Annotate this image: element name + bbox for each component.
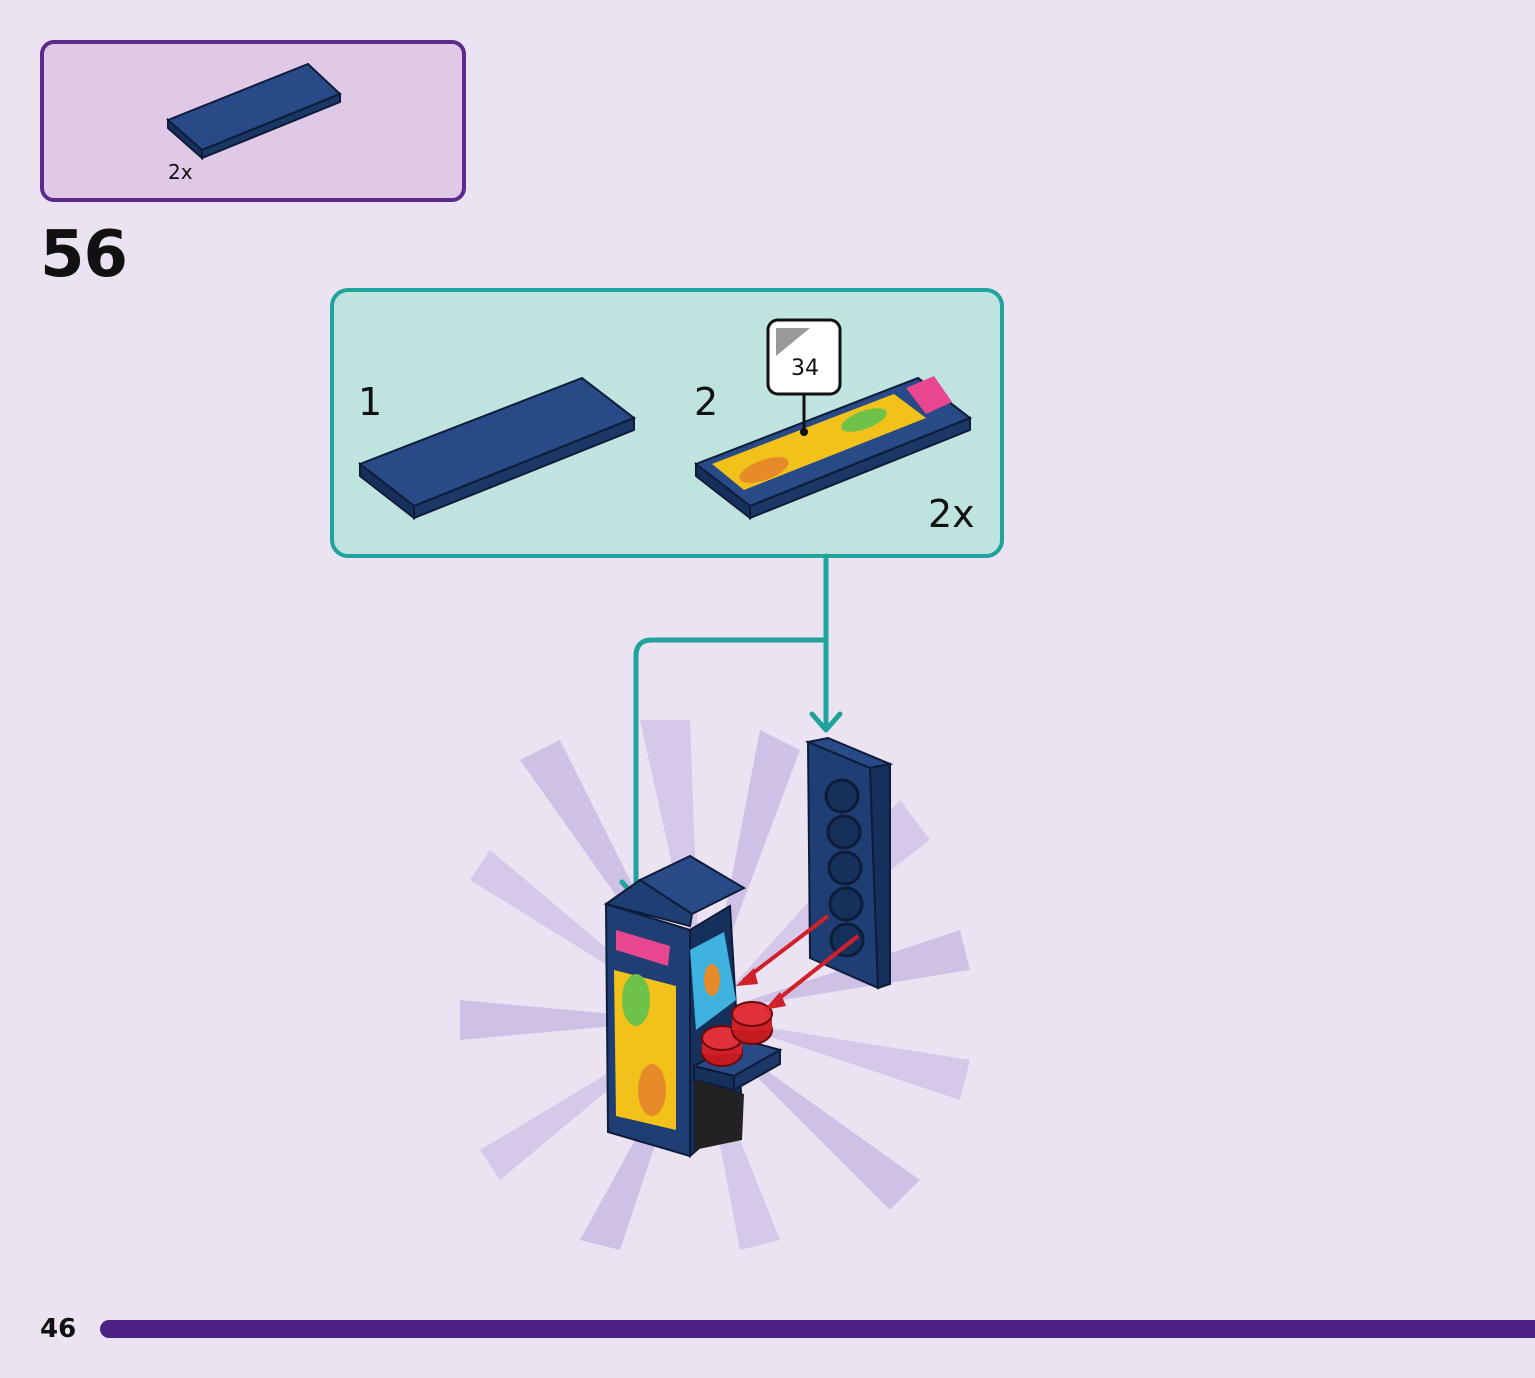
step-number: 56	[40, 218, 128, 292]
tile-1x4-icon	[166, 62, 342, 161]
decorated-tile-icon	[693, 376, 973, 521]
page-progress-bar	[100, 1320, 1535, 1338]
sub-assembly-quantity: 2x	[928, 492, 975, 536]
red-arrow-icon	[736, 914, 860, 1010]
plate-with-studs-icon	[804, 736, 894, 990]
plain-tile-icon	[357, 376, 637, 521]
sticker-callout	[766, 318, 842, 436]
sub-step-1-number: 1	[358, 380, 383, 424]
parts-quantity: 2x	[168, 160, 193, 184]
sub-assembly-illustration	[357, 318, 973, 521]
red-button-icon	[701, 1001, 773, 1067]
sub-assembly-box: 1 2 34 2x	[330, 288, 1004, 558]
main-assembly-illustration	[460, 553, 970, 1250]
sub-step-2-number: 2	[694, 380, 719, 424]
page-number: 46	[40, 1314, 77, 1344]
parts-callout: 2x	[40, 40, 466, 202]
sticker-number: 34	[791, 356, 819, 381]
